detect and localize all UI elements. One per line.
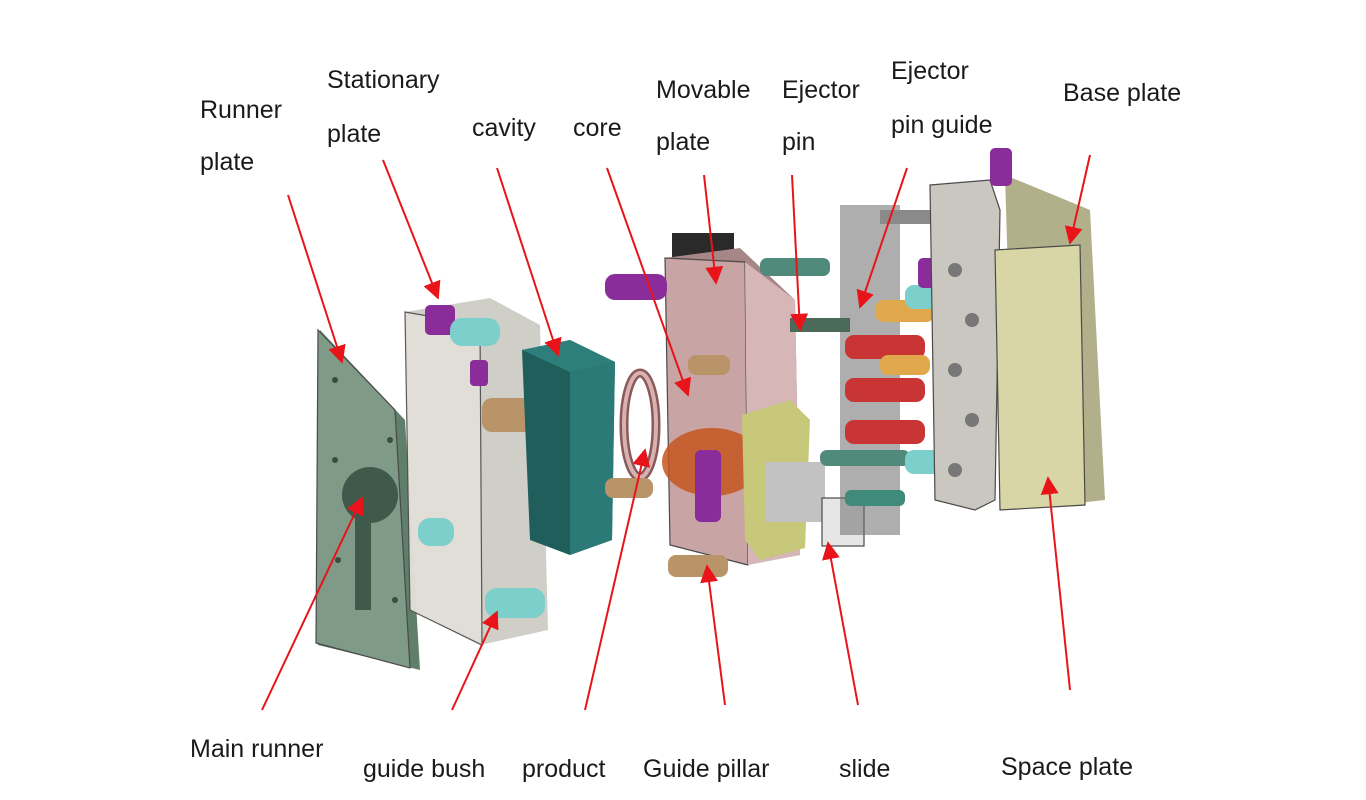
labels: Runner plate Stationary plate cavity cor… <box>190 57 1181 783</box>
label-core: core <box>573 114 622 142</box>
label-ejector-pin-guide-line2: pin guide <box>891 111 992 139</box>
label-ejector-pin-guide-line1: Ejector <box>891 57 969 85</box>
arrow-cavity <box>496 167 562 357</box>
arrow-runner-plate <box>287 194 346 364</box>
arrow-product <box>584 448 651 711</box>
runner-plate <box>315 328 420 670</box>
label-guide-pillar: Guide pillar <box>643 755 769 783</box>
arrow-ejector-pin-guide <box>856 167 908 309</box>
arrow-ejector-pin <box>790 174 809 332</box>
annotation-arrows <box>261 154 1091 711</box>
label-runner-plate-line1: Runner <box>200 96 282 124</box>
label-stationary-plate-line2: plate <box>327 120 381 148</box>
arrow-main-runner <box>261 496 364 711</box>
ejector-plate <box>929 179 1001 511</box>
label-main-runner: Main runner <box>190 735 323 763</box>
arrow-guide-pillar <box>700 564 726 706</box>
arrow-guide-bush <box>451 610 499 711</box>
label-guide-bush: guide bush <box>363 755 485 783</box>
stationary-plate <box>404 298 550 646</box>
cavity-block <box>522 340 615 555</box>
label-ejector-pin-line1: Ejector <box>782 76 860 104</box>
label-space-plate: Space plate <box>1001 753 1133 781</box>
label-slide: slide <box>839 755 890 783</box>
label-base-plate: Base plate <box>1063 79 1181 107</box>
label-movable-plate-line1: Movable <box>656 76 751 104</box>
product-part <box>619 368 661 482</box>
label-movable-plate-line2: plate <box>656 128 710 156</box>
label-stationary-plate-line1: Stationary <box>327 66 440 94</box>
arrow-stationary-plate <box>382 159 441 300</box>
label-runner-plate-line2: plate <box>200 148 254 176</box>
label-product: product <box>522 755 605 783</box>
arrow-slide <box>822 541 859 706</box>
arrow-movable-plate <box>703 174 724 285</box>
space-plate <box>990 148 1105 511</box>
arrow-core <box>606 167 692 397</box>
label-ejector-pin-line2: pin <box>782 128 815 156</box>
label-cavity: cavity <box>472 114 536 142</box>
arrow-space-plate <box>1040 476 1071 691</box>
arrow-base-plate <box>1064 154 1091 245</box>
